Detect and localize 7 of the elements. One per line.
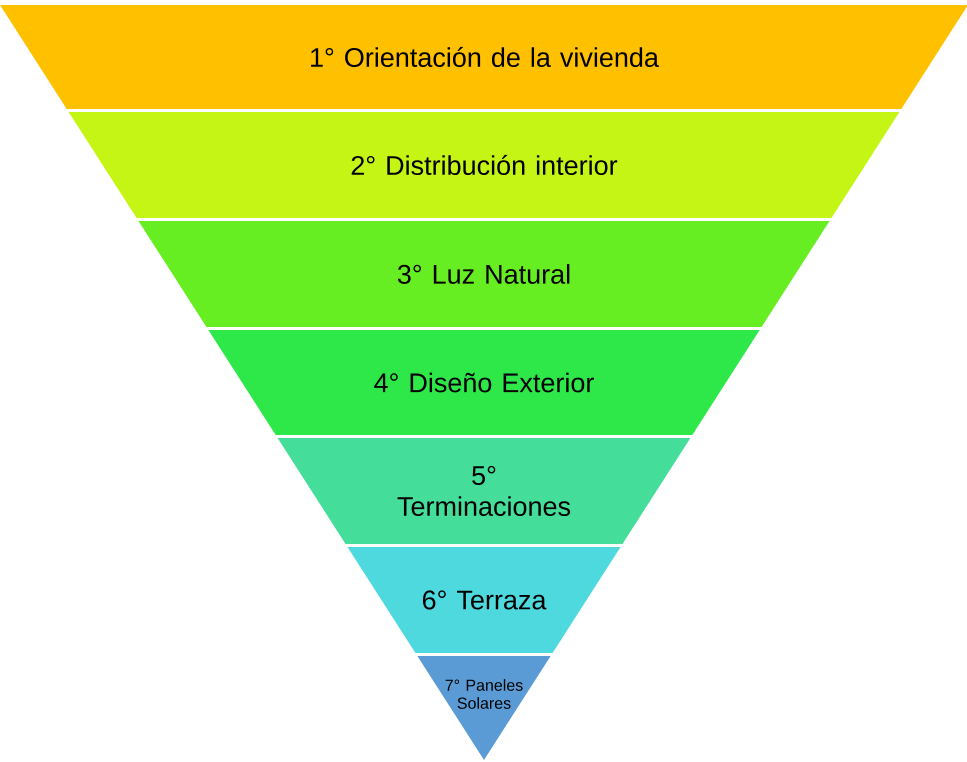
funnel-band: 4° Diseño Exterior [208,330,760,435]
funnel-band: 3° Luz Natural [138,220,830,327]
funnel-band: 2° Distribución interior [68,112,900,218]
funnel-band: 6° Terraza [347,546,621,653]
funnel-band: 7° Paneles Solares [417,656,551,760]
funnel-band: 5° Terminaciones [278,438,690,544]
funnel-band: 1° Orientación de la vivienda [0,4,967,109]
